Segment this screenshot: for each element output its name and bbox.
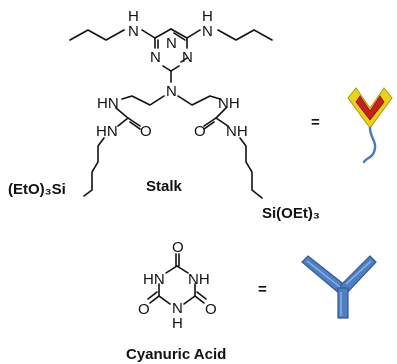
stalk-atom-h-right: H — [202, 8, 213, 25]
cyanuric-caption: Cyanuric Acid — [126, 346, 226, 363]
bond-nh-left-ring — [141, 29, 156, 39]
bond-co-bottom-left — [149, 295, 160, 304]
bond-left-urea-top — [115, 107, 129, 119]
stalk-hn-upper-left: HN — [97, 95, 119, 112]
stalk-ring-n-bottom: N — [166, 35, 177, 52]
bond-right-urea-top — [215, 107, 227, 119]
bond-left-carbonyl — [127, 117, 141, 127]
cyanuric-equals-sign: = — [258, 281, 267, 298]
stalk-atom-h-left: H — [128, 8, 139, 25]
tripod-icon — [301, 255, 377, 319]
stalk-si-left: (EtO)₃Si — [8, 181, 66, 198]
bond-left-urea-bottom — [117, 117, 129, 127]
cyanuric-h-bottom: H — [172, 315, 183, 332]
stalk-atom-n-right: N — [202, 23, 213, 40]
cyanuric-nh-right: NH — [188, 271, 210, 288]
cyanuric-hn-left: HN — [143, 271, 165, 288]
stalk-equals-sign: = — [311, 114, 320, 131]
propyl-to-si-left — [83, 137, 105, 197]
stalk-o-left: O — [140, 123, 152, 140]
propyl-to-si-right — [239, 137, 263, 199]
cyanuric-o-left: O — [138, 301, 150, 318]
bond-co-bottom-right — [194, 295, 205, 304]
stalk-o-right: O — [194, 123, 206, 140]
stalk-chevron-icon — [347, 87, 393, 164]
stalk-ring-n-left: N — [150, 49, 161, 66]
propyl-chain-left — [69, 29, 125, 41]
cyanuric-o-right: O — [205, 301, 217, 318]
bond-nh-right-ring — [186, 29, 201, 39]
stalk-amine-n: N — [166, 83, 177, 100]
ethyl-arm-right — [177, 95, 221, 106]
triazine-ring — [154, 28, 188, 72]
ring-bond — [165, 265, 178, 274]
stalk-caption: Stalk — [146, 178, 183, 195]
stalk-ring-n-right: N — [182, 49, 193, 66]
stalk-si-right: Si(OEt)₃ — [262, 205, 320, 222]
cyanuric-n-bottom: N — [172, 300, 183, 317]
propyl-chain-right — [217, 29, 273, 41]
stalk-atom-n-left: N — [128, 23, 139, 40]
cyanuric-o-top: O — [172, 239, 184, 256]
bond-right-urea-bottom — [215, 117, 229, 127]
cyanuric-acid-structure: O HN NH O O N H Cyanuric Acid — [126, 239, 226, 363]
stalk-hn-lower-left: HN — [96, 123, 118, 140]
stalk-structure: H N H N N N N N HN NH HN O O NH (EtO)₃Si… — [8, 8, 320, 222]
stalk-nh-lower-right: NH — [226, 123, 248, 140]
bond-right-carbonyl — [203, 117, 217, 127]
ethyl-arm-left — [121, 95, 165, 106]
stalk-nh-upper-right: NH — [218, 95, 240, 112]
